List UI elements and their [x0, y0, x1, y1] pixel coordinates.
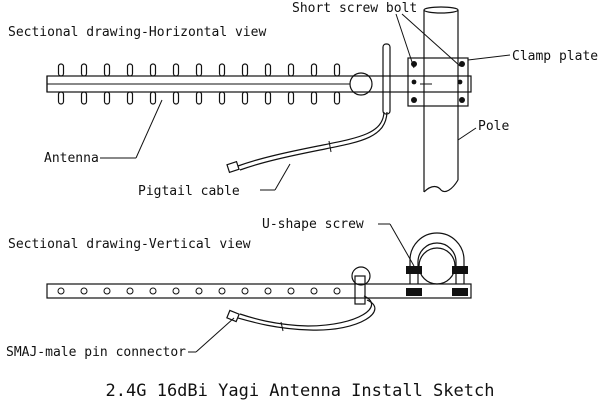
antenna-element-upper	[126, 63, 134, 77]
antenna-element-lower	[195, 91, 203, 105]
element-hole	[287, 287, 295, 295]
diagram-title: 2.4G 16dBi Yagi Antenna Install Sketch	[106, 381, 495, 401]
antenna-elements	[57, 63, 341, 105]
antenna-element-upper	[149, 63, 157, 77]
antenna-element-lower	[310, 91, 318, 105]
feed-block-vertical	[354, 275, 366, 305]
horizontal-view-label: Sectional drawing-Horizontal view	[8, 25, 266, 40]
clamp-plate	[407, 57, 469, 107]
antenna-element-upper	[103, 63, 111, 77]
antenna-boom-horizontal	[46, 75, 472, 93]
antenna-element-lower	[149, 91, 157, 105]
element-hole	[103, 287, 111, 295]
element-hole	[80, 287, 88, 295]
antenna-label: Antenna	[44, 151, 99, 166]
antenna-element-lower	[241, 91, 249, 105]
antenna-element-upper	[333, 63, 341, 77]
element-hole	[149, 287, 157, 295]
element-hole	[195, 287, 203, 295]
antenna-element-upper	[195, 63, 203, 77]
pole	[423, 6, 459, 193]
element-hole	[57, 287, 65, 295]
antenna-element-lower	[172, 91, 180, 105]
antenna-element-lower	[287, 91, 295, 105]
element-hole	[126, 287, 134, 295]
u-shape-screw	[406, 232, 468, 296]
leader-lines-bottom	[188, 223, 415, 353]
boom-hub-vertical	[351, 266, 371, 286]
u-shape-screw-label: U-shape screw	[262, 217, 364, 232]
element-hole	[310, 287, 318, 295]
element-hole	[333, 287, 341, 295]
element-hole	[218, 287, 226, 295]
leader-lines-top	[100, 13, 511, 191]
antenna-element-lower	[103, 91, 111, 105]
antenna-element-lower	[218, 91, 226, 105]
element-hole	[264, 287, 272, 295]
element-hole	[241, 287, 249, 295]
pole-label: Pole	[478, 119, 509, 134]
antenna-element-upper	[264, 63, 272, 77]
clamp-plate-label: Clamp plate	[512, 49, 598, 64]
antenna-element-lower	[333, 91, 341, 105]
short-screw-bolt-label: Short screw bolt	[292, 1, 417, 16]
pigtail-cable-label: Pigtail cable	[138, 184, 240, 199]
smaj-connector-label: SMAJ-male pin connector	[6, 345, 186, 360]
antenna-element-upper	[241, 63, 249, 77]
element-holes	[57, 287, 341, 295]
pigtail-cable-vertical	[226, 295, 376, 332]
antenna-element-upper	[57, 63, 65, 77]
antenna-element-lower	[264, 91, 272, 105]
antenna-boom-vertical	[46, 283, 472, 299]
element-hole	[172, 287, 180, 295]
antenna-element-upper	[218, 63, 226, 77]
feed-rod	[382, 43, 391, 115]
antenna-element-upper	[172, 63, 180, 77]
antenna-element-lower	[126, 91, 134, 105]
antenna-element-lower	[57, 91, 65, 105]
vertical-view-label: Sectional drawing-Vertical view	[8, 237, 251, 252]
antenna-element-upper	[287, 63, 295, 77]
pigtail-cable-horizontal	[226, 111, 388, 174]
antenna-element-upper	[310, 63, 318, 77]
boom-hub	[349, 72, 373, 96]
antenna-element-lower	[80, 91, 88, 105]
antenna-element-upper	[80, 63, 88, 77]
